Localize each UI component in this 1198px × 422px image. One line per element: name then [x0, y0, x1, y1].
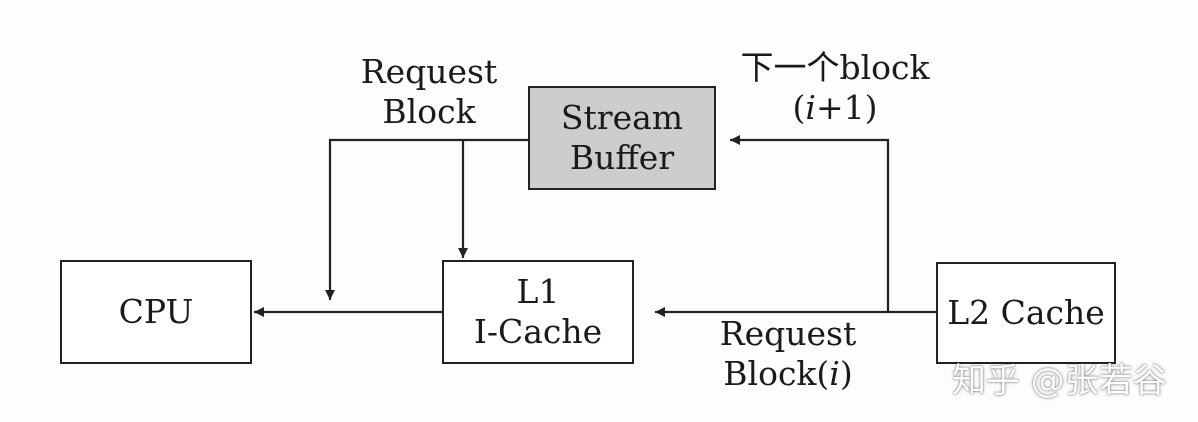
request-block-label: Request Block [354, 52, 504, 133]
request-block-label-line2: Block [382, 92, 476, 132]
l2-label: L2 Cache [947, 292, 1105, 332]
l2-to-stream-buffer-line [730, 135, 890, 312]
request-block-i-label-line1: Request [719, 314, 857, 353]
cpu-box: CPU [60, 260, 252, 364]
request-block-i-label-line2: Block(i) [723, 354, 853, 394]
stream-buffer-label-line2: Buffer [569, 138, 675, 177]
l1-icache-box: L1 I-Cache [442, 260, 634, 364]
l1-label-line2: I-Cache [473, 312, 603, 351]
l2-cache-box: L2 Cache [936, 262, 1116, 364]
next-block-label: 下一个block (i+1) [728, 48, 942, 129]
cpu-label: CPU [118, 291, 194, 331]
request-block-i-label: Request Block(i) [708, 314, 868, 395]
stream-buffer-label-line1: Stream [560, 97, 684, 137]
request-block-label-line1: Request [360, 52, 498, 91]
stream-buffer-box: Stream Buffer [528, 86, 716, 190]
watermark: 知乎 @张若谷 [952, 361, 1167, 401]
l1-label-line1: L1 [516, 271, 560, 311]
next-block-label-line1: 下一个block [740, 48, 930, 87]
next-block-label-line2: (i+1) [792, 88, 878, 128]
